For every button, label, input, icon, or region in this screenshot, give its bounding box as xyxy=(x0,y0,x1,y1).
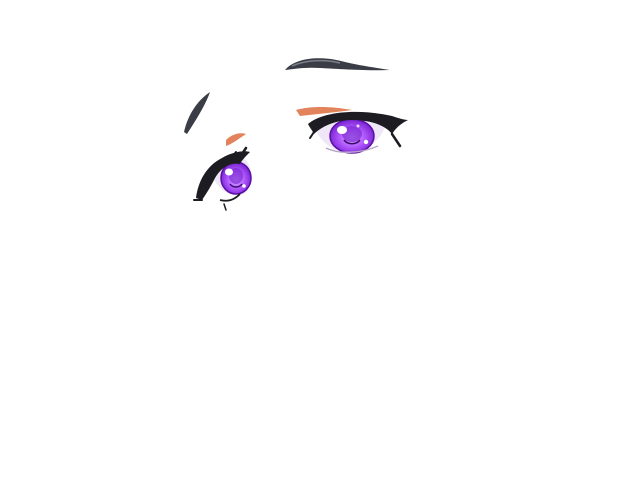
right-lid-crease-icon xyxy=(296,107,352,116)
left-eyebrow-icon xyxy=(184,92,210,134)
left-eye-icon xyxy=(193,146,252,211)
left-lid-crease-icon xyxy=(226,133,246,146)
right-eyebrow-icon xyxy=(285,58,390,71)
right-eye-icon xyxy=(308,111,408,154)
